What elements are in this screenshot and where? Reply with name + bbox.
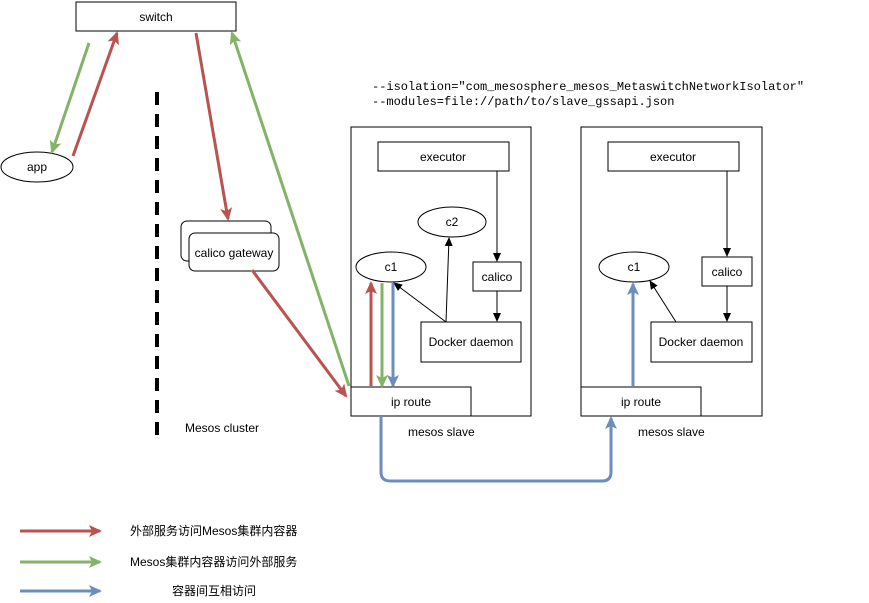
executor-1-label: executor	[420, 150, 466, 164]
switch-node: switch	[75, 1, 237, 32]
mesos-slave-2-label: mesos slave	[638, 425, 705, 439]
legend-blue-label: 容器间互相访问	[172, 583, 256, 598]
switch-label: switch	[139, 10, 172, 24]
c2-label: c2	[446, 215, 459, 229]
blue-flow	[379, 282, 639, 483]
isolation-flag: --isolation="com_mesosphere_mesos_Metasw…	[372, 80, 804, 94]
legend-red-label: 外部服务访问Mesos集群内容器	[130, 523, 297, 538]
iproute-2-label: ip route	[621, 395, 661, 409]
c1-1-label: c1	[385, 260, 398, 274]
docker-1-label: Docker daemon	[429, 335, 514, 349]
calico-1-label: calico	[482, 270, 513, 284]
mesos-cluster-label: Mesos cluster	[185, 421, 259, 435]
legend: 外部服务访问Mesos集群内容器 Mesos集群内容器访问外部服务 容器间互相访…	[20, 523, 297, 598]
iproute-1-label: ip route	[391, 395, 431, 409]
c1-2-label: c1	[628, 260, 641, 274]
red-flow	[71, 31, 377, 398]
calico-gateway-label: calico gateway	[195, 246, 274, 260]
docker-2-label: Docker daemon	[659, 335, 744, 349]
mesos-slave-1: executor c2 c1 calico Docker daemon ip r…	[350, 126, 532, 417]
calico-2-label: calico	[712, 265, 743, 279]
mesos-slave-1-label: mesos slave	[408, 425, 475, 439]
executor-2-label: executor	[650, 150, 696, 164]
legend-green-label: Mesos集群内容器访问外部服务	[130, 554, 297, 569]
mesos-slave-2: executor c1 calico Docker daemon ip rout…	[580, 126, 763, 417]
app-node: app	[0, 151, 74, 183]
modules-flag: --modules=file://path/to/slave_gssapi.js…	[372, 95, 674, 109]
app-label: app	[27, 160, 47, 174]
calico-gateway-node: calico gateway	[180, 220, 280, 272]
green-flow	[49, 31, 388, 388]
